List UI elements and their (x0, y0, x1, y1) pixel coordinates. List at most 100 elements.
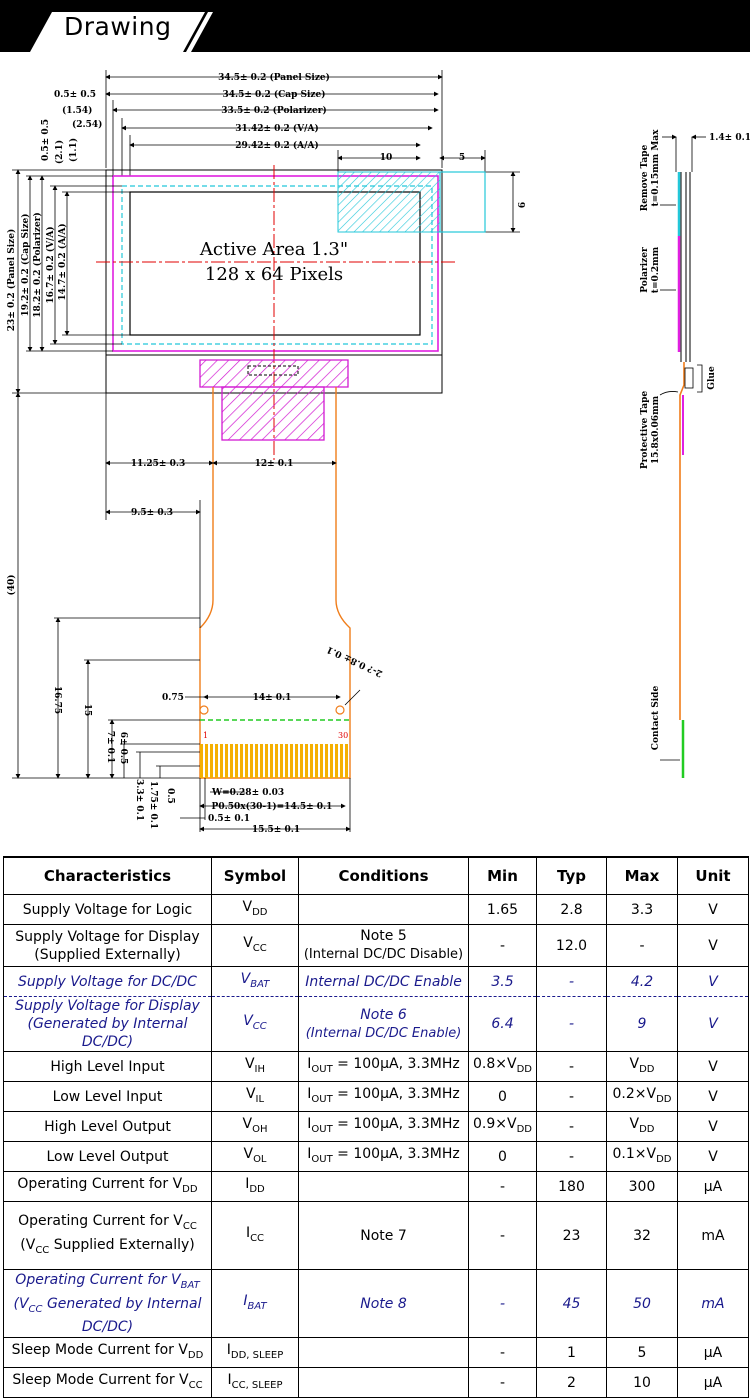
cell-max: 0.1×VDD (606, 1141, 678, 1172)
cell-min: 0.9×VDD (468, 1111, 537, 1142)
label-glue: Glue (707, 366, 717, 390)
typ-value: 23 (562, 1227, 581, 1244)
cell-conditions (298, 894, 469, 925)
typ-value: - (568, 1088, 575, 1105)
cell-conditions: Note 5(Internal DC/DC Disable) (298, 924, 469, 967)
cell-characteristics: Sleep Mode Current for VDD (3, 1337, 212, 1368)
cell-typ: - (536, 1051, 607, 1082)
table-row: Supply Voltage for Display(Supplied Exte… (3, 924, 749, 967)
min-value: - (499, 1295, 506, 1312)
table-row: Supply Voltage for Display (Generated by … (3, 996, 749, 1052)
cell-min: - (468, 1171, 537, 1202)
cell-conditions: Internal DC/DC Enable (298, 966, 469, 997)
symbol-subscript: BAT (247, 1300, 267, 1312)
condition-text: Note 8 (360, 1295, 407, 1312)
condition-text: Note 6 (360, 1006, 407, 1023)
unit-value: V (708, 1118, 718, 1135)
cell-unit: V (677, 1081, 749, 1112)
cell-symbol: VIL (211, 1081, 299, 1112)
cell-conditions: Note 6(Internal DC/DC Enable) (298, 996, 469, 1052)
min-subscript: DD (516, 1063, 532, 1075)
dim-9: 9 (515, 202, 525, 208)
characteristic-text-line2: (Generated by Internal DC/DC) (27, 1016, 188, 1050)
characteristic-text: Supply Voltage for Logic (22, 901, 193, 918)
unit-value: μA (703, 1178, 723, 1195)
cell-symbol: VCC (211, 996, 299, 1052)
max-value: 4.2 (630, 973, 654, 990)
condition-subscript: OUT (311, 1123, 333, 1135)
cell-symbol: IDD, SLEEP (211, 1337, 299, 1368)
cell-typ: - (536, 1111, 607, 1142)
cell-characteristics: Operating Current for VDD (3, 1171, 212, 1202)
cell-symbol: VOL (211, 1141, 299, 1172)
condition-text: Note 7 (360, 1227, 407, 1244)
min-value: - (499, 1227, 506, 1244)
min-subscript: DD (516, 1123, 532, 1135)
pin-30-label: 30 (338, 731, 348, 740)
unit-value: V (708, 1088, 718, 1105)
cell-max: 9 (606, 996, 678, 1052)
dim-0-5: 0.5± 0.5 (41, 119, 51, 161)
dim-2-54: (2.54) (72, 119, 102, 130)
condition-text-rest: = 100μA, 3.3MHz (332, 1145, 460, 1162)
min-value: 0 (498, 1148, 507, 1165)
section-header: Drawing (0, 0, 750, 52)
cell-max: 0.2×VDD (606, 1081, 678, 1112)
cell-characteristics: Supply Voltage for Display(Supplied Exte… (3, 924, 212, 967)
column-header: Conditions (298, 856, 469, 895)
cell-unit: μA (677, 1367, 749, 1398)
cell-symbol: VDD (211, 894, 299, 925)
typ-value: - (568, 1148, 575, 1165)
cell-max: 3.3 (606, 894, 678, 925)
symbol-text: V (240, 970, 251, 987)
cell-typ: 45 (536, 1269, 607, 1338)
max-value: V (629, 1055, 640, 1072)
cell-max: 5 (606, 1337, 678, 1368)
symbol-subscript: CC (252, 942, 267, 954)
max-subscript: DD (656, 1153, 672, 1165)
cell-characteristics: High Level Output (3, 1111, 212, 1142)
characteristic-text: Supply Voltage for Display (15, 998, 200, 1014)
cell-typ: 1 (536, 1337, 607, 1368)
characteristic-text: Operating Current for V (18, 1212, 183, 1229)
min-value: 0 (498, 1088, 507, 1105)
cell-unit: V (677, 966, 749, 997)
min-value: 1.65 (486, 901, 519, 918)
symbol-subscript: CC (252, 1020, 267, 1032)
min-value: 0.8×V (473, 1055, 517, 1072)
dim-16-75: 16.75 (52, 686, 62, 714)
condition-text: Note 5 (360, 928, 407, 944)
cell-conditions: IOUT = 100μA, 3.3MHz (298, 1141, 469, 1172)
cell-max: 300 (606, 1171, 678, 1202)
cell-min: 3.5 (468, 966, 537, 997)
dim-3-3: 3.3± 0.1 (134, 779, 144, 821)
condition-text-rest: = 100μA, 3.3MHz (332, 1085, 460, 1102)
symbol-subscript: DD (252, 906, 268, 918)
dim-hole: 2-? 0.8± 0.1 (325, 644, 384, 679)
cell-unit: V (677, 1051, 749, 1082)
dim-12: 12± 0.1 (255, 459, 294, 469)
condition-text: I (307, 1145, 312, 1162)
symbol-subscript: OL (253, 1153, 267, 1165)
dim-polarizer: 33.5± 0.2 (Polarizer) (221, 105, 326, 116)
symbol-subscript: CC (250, 1232, 265, 1244)
dim-cap-offset: 0.5± 0.5 (54, 90, 96, 100)
characteristic-text: Supply Voltage for DC/DC (18, 973, 197, 990)
max-value: 9 (637, 1016, 647, 1032)
max-value: 0.1×V (612, 1145, 657, 1162)
cell-unit: mA (677, 1269, 749, 1338)
cell-conditions: IOUT = 100μA, 3.3MHz (298, 1051, 469, 1082)
column-header: Unit (677, 856, 749, 895)
dim-side-thickness: 1.4± 0.1 (709, 133, 750, 143)
dim-pin-pitch: P0.50x(30-1)=14.5± 0.1 (212, 801, 333, 812)
symbol-subscript: IL (255, 1093, 265, 1105)
cell-unit: μA (677, 1171, 749, 1202)
dim-10: 10 (380, 153, 393, 163)
cell-max: 10 (606, 1367, 678, 1398)
